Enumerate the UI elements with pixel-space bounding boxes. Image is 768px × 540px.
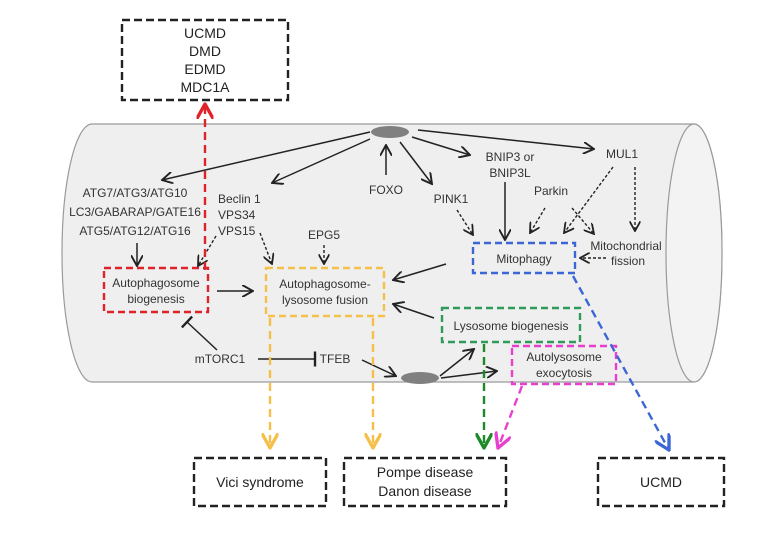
arrow-nucleus-to-mul1 xyxy=(417,129,594,149)
process-mitophagy: Mitophagy xyxy=(471,241,577,275)
arrow-lysosome-to-fusion xyxy=(393,304,435,319)
disease-box-pompe-danon: Pompe disease Danon disease xyxy=(342,456,508,508)
arrow-nucleus-to-atg xyxy=(162,131,371,180)
label-atg7-atg3-atg10: ATG7/ATG3/ATG10 xyxy=(83,186,188,200)
disease-dmd: DMD xyxy=(189,43,221,59)
disease-box-ucmd: UCMD xyxy=(596,456,726,508)
disease-danon: Danon disease xyxy=(378,483,472,499)
label-beclin1: Beclin 1 xyxy=(218,192,261,206)
label-pink1: PINK1 xyxy=(434,192,469,206)
arrow-mitophagy-to-fusion xyxy=(393,263,447,280)
label-mtorc1: mTORC1 xyxy=(195,352,246,366)
disease-vici-syndrome: Vici syndrome xyxy=(216,474,304,490)
label-vps34: VPS34 xyxy=(218,208,256,222)
label-lc3-gabarap-gate16: LC3/GABARAP/GATE16 xyxy=(69,205,201,219)
label-mul1: MUL1 xyxy=(606,147,638,161)
label-fission: fission xyxy=(611,254,645,268)
arrow-nucleus-to-pink1 xyxy=(399,141,432,184)
label-bnip3: BNIP3 or xyxy=(486,150,535,164)
fusion-line2: lysosome fusion xyxy=(282,293,368,307)
label-parkin: Parkin xyxy=(534,184,568,198)
disease-box-muscular-dystrophies: UCMD DMD EDMD MDC1A xyxy=(120,18,290,102)
label-bnip3l: BNIP3L xyxy=(489,166,531,180)
label-vps15: VPS15 xyxy=(218,224,256,238)
lysosome-biogenesis-label: Lysosome biogenesis xyxy=(454,319,569,333)
arrow-nucleus-to-exocytosis xyxy=(440,371,497,379)
arrow-nucleus-to-bnip3 xyxy=(411,136,470,155)
arrow-tfeb-to-nucleus xyxy=(361,359,396,376)
arrow-vps15-to-fusion xyxy=(259,232,272,264)
arrow-mul1-to-mitophagy xyxy=(564,166,614,233)
label-foxo: FOXO xyxy=(369,183,403,197)
mitophagy-label: Mitophagy xyxy=(496,252,551,266)
dashed-arrows xyxy=(198,166,635,266)
label-atg5-atg12-atg16: ATG5/ATG12/ATG16 xyxy=(79,224,191,238)
process-autophagosome-lysosome-fusion: Autophagosome- lysosome fusion xyxy=(264,266,386,318)
inhibit-mtorc1-biogenesis xyxy=(181,315,218,351)
arrow-magenta-to-pompe xyxy=(498,385,524,448)
arrow-parkin-to-fission xyxy=(571,207,594,234)
process-lysosome-biogenesis: Lysosome biogenesis xyxy=(440,306,582,344)
nucleus-bottom xyxy=(401,372,439,384)
label-mitochondrial: Mitochondrial xyxy=(590,239,661,253)
exocytosis-line1: Autolysosome xyxy=(526,350,602,364)
disease-ucmd-bottom: UCMD xyxy=(640,474,682,490)
arrow-beclin-to-biogenesis xyxy=(198,235,217,266)
label-tfeb: TFEB xyxy=(320,352,351,366)
disease-mdc1a: MDC1A xyxy=(180,79,230,95)
arrow-nucleus-to-lysosome xyxy=(439,349,474,377)
disease-pompe: Pompe disease xyxy=(377,464,474,480)
arrow-nucleus-to-beclin xyxy=(272,138,371,183)
label-epg5: EPG5 xyxy=(308,228,340,242)
disease-ucmd: UCMD xyxy=(184,25,226,41)
nucleus-top xyxy=(371,126,409,138)
autophagosome-biogenesis-line2: biogenesis xyxy=(127,292,184,306)
fusion-line1: Autophagosome- xyxy=(279,277,370,291)
process-autolysosome-exocytosis: Autolysosome exocytosis xyxy=(510,344,618,386)
muscle-fiber-cylinder xyxy=(61,123,723,383)
disease-box-vici: Vici syndrome xyxy=(192,456,328,508)
disease-edmd: EDMD xyxy=(184,61,225,77)
cylinder-body xyxy=(61,123,723,383)
process-autophagosome-biogenesis: Autophagosome biogenesis xyxy=(102,266,210,314)
arrow-blue-to-ucmd xyxy=(571,275,669,450)
exocytosis-line2: exocytosis xyxy=(536,366,592,380)
solid-arrows xyxy=(137,129,594,379)
autophagosome-biogenesis-line1: Autophagosome xyxy=(112,276,200,290)
cylinder-end-cap xyxy=(665,123,723,383)
